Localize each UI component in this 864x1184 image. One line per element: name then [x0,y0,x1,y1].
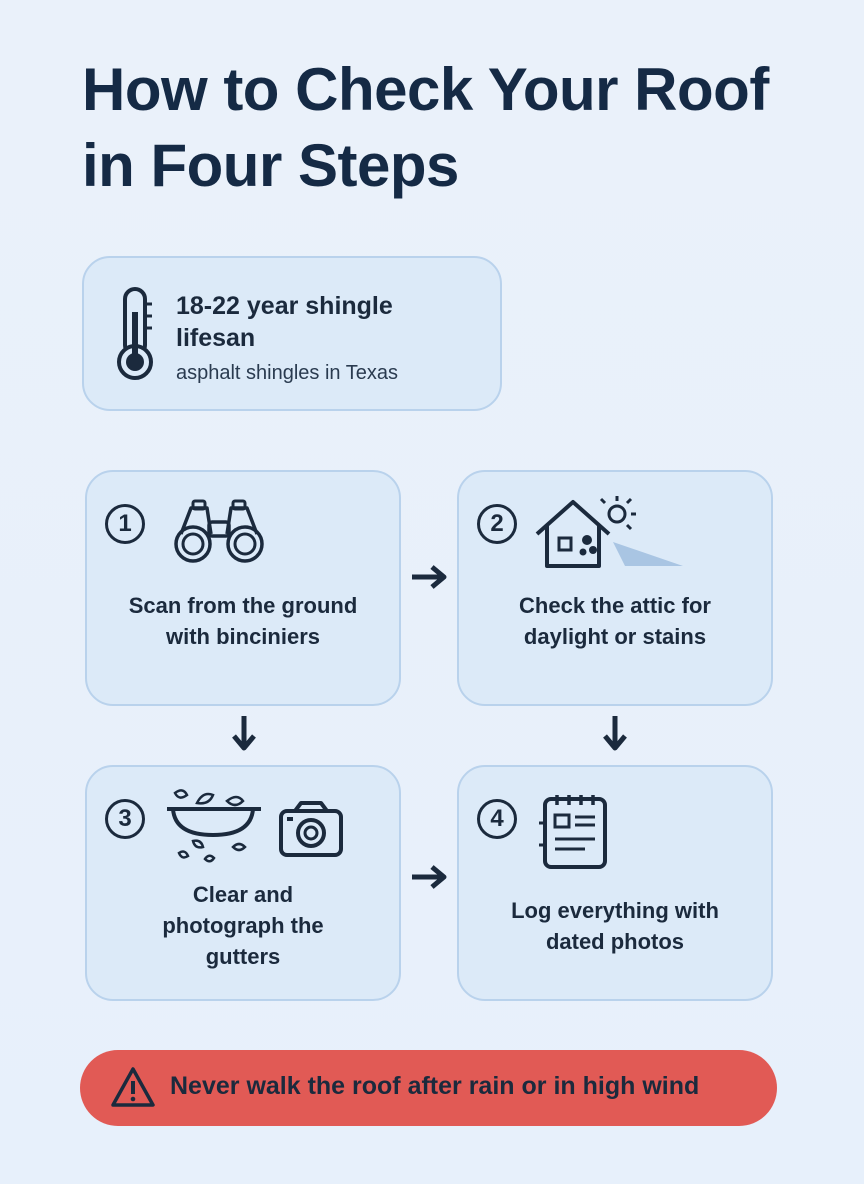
step-number-3: 3 [105,799,145,839]
lifespan-note: asphalt shingles in Texas [176,362,398,384]
step-card-1: 1 Scan from the ground with binciniers [85,470,401,706]
step-number-4: 4 [477,799,517,839]
arrow-right-icon [412,865,447,889]
page-title: How to Check Your Roof in Four Steps [82,56,769,199]
step-number-1: 1 [105,504,145,544]
thermometer-icon [117,287,153,380]
arrow-right-icon [412,565,447,589]
step-label-1: Scan from the ground with binciniers [128,593,358,649]
step-label-4: Log everything with dated photos [511,898,719,954]
arrow-down-icon [603,716,627,751]
step-card-2: 2 Check the attic for daylight or stains [457,470,773,706]
step-number-2: 2 [477,504,517,544]
binoculars-icon [174,499,264,563]
step-card-3: 3 Clear and photograph the gutters [85,765,401,1001]
gutter-leaves-camera-icon [167,789,343,863]
warning-banner: Never walk the roof after rain or in hig… [80,1050,777,1126]
step-card-4: 4 Log everything with dated photos [457,765,773,1001]
lifespan-card: 18-22 year shingle lifesan asphalt shing… [82,256,502,411]
warning-text: Never walk the roof after rain or in hig… [170,1072,700,1100]
house-sun-icon [535,496,683,568]
step-label-2: Check the attic for daylight or stains [519,593,711,649]
warning-triangle-icon [111,1067,155,1107]
step-label-3: Clear and photograph the gutters [162,882,324,969]
arrow-down-icon [232,716,256,751]
notebook-icon [539,795,607,869]
lifespan-value: 18-22 year shingle lifesan [176,292,393,352]
